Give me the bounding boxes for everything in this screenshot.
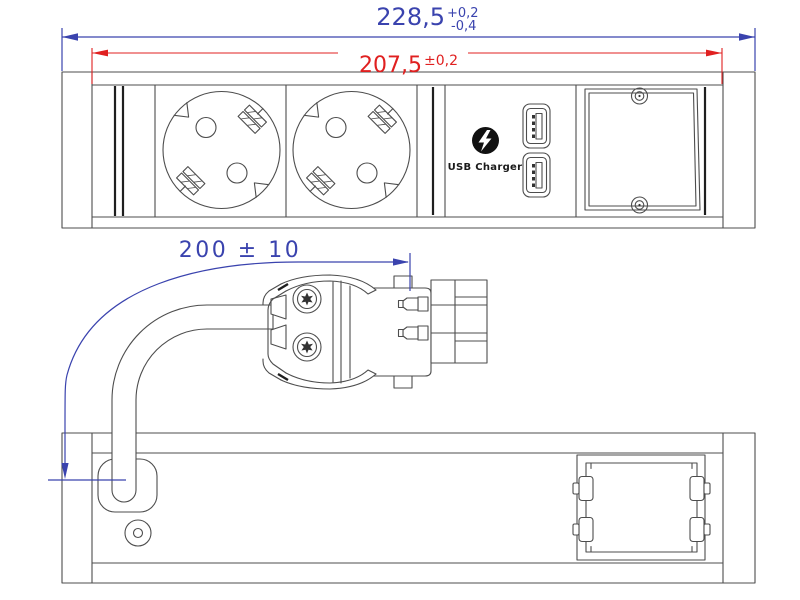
mounting-clip — [689, 475, 711, 502]
mounting-clip — [572, 516, 594, 543]
torx-screw-top — [292, 284, 322, 314]
dimension-overall-width: 228,5 +0,2 -0,4 — [61, 3, 756, 71]
screw-hole — [124, 519, 152, 547]
blank-module-screw-bottom — [630, 196, 649, 214]
bottom-view — [61, 432, 756, 584]
usb-charger-module: USB Charger — [448, 103, 551, 198]
torx-screw-bottom — [292, 332, 322, 362]
dimension-cable-length: 200 ± 10 — [48, 238, 411, 481]
power-cable — [111, 304, 274, 503]
mounting-clip — [572, 475, 594, 502]
strain-relief-shell — [262, 281, 334, 383]
mounting-clip — [689, 516, 711, 543]
clamp-jaw-bottom — [270, 324, 287, 350]
module-divider-lines — [113, 84, 707, 218]
dimension-faceplate-width: 207,5 ±0,2 — [91, 48, 723, 84]
terminal-pin-bottom — [397, 325, 429, 341]
dim-overall-width-value: 228,5 — [376, 3, 445, 31]
latch-springs — [280, 274, 377, 390]
blank-module — [584, 87, 701, 214]
module-cutout — [572, 454, 711, 561]
blank-module-screw-top — [630, 87, 649, 105]
lightning-icon — [478, 130, 492, 152]
dim-overall-width-tol-plus: +0,2 — [447, 6, 479, 21]
mating-face — [430, 279, 488, 364]
terminal-pin-top — [397, 296, 429, 312]
schuko-socket-left — [162, 90, 281, 210]
usb-port-bottom — [522, 152, 551, 198]
front-housing-outline — [61, 71, 756, 229]
clamp-jaw-top — [270, 294, 287, 320]
usb-charger-label: USB Charger — [448, 162, 523, 173]
dim-cable-length-value: 200 ± 10 — [179, 238, 301, 263]
front-view: USB Charger — [61, 71, 756, 229]
dim-overall-width-tol-minus: -0,4 — [451, 19, 476, 34]
bottom-housing-outline — [61, 432, 756, 584]
dim-faceplate-width-tolerance: ±0,2 — [424, 53, 458, 69]
dim-faceplate-width-value: 207,5 — [359, 53, 422, 78]
schuko-socket-right — [292, 90, 411, 210]
gst18-connector — [262, 274, 488, 390]
usb-port-top — [522, 103, 551, 149]
